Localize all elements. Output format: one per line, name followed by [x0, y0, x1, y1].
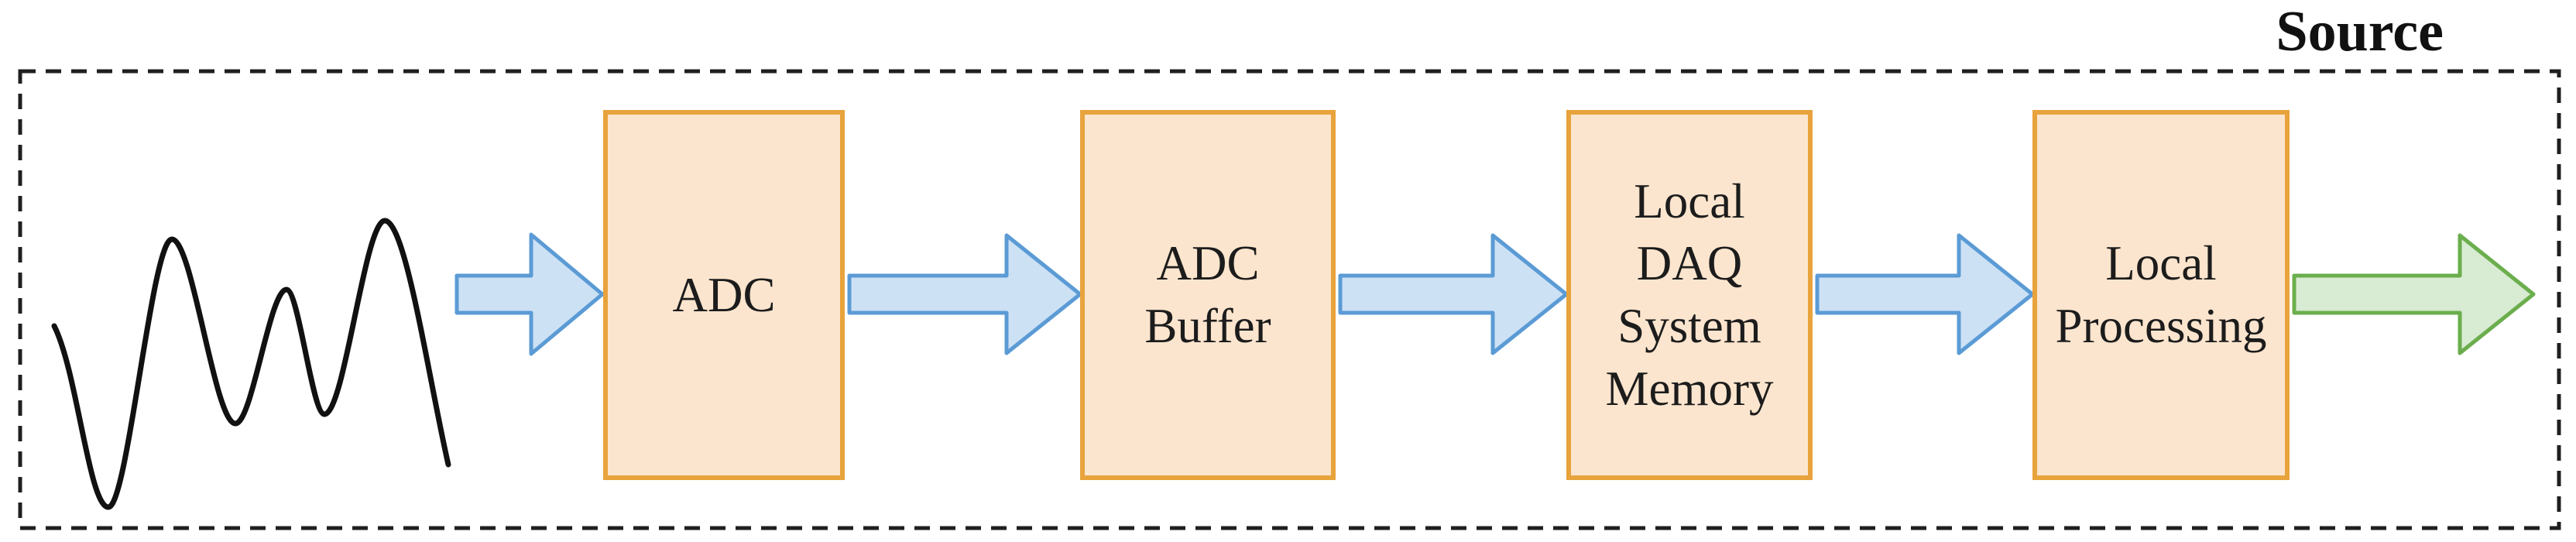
flow-arrow-waveform-to-adc	[454, 232, 605, 356]
analog-signal-waveform-icon	[51, 218, 451, 510]
node-local-daq-system-memory: Local DAQ System Memory	[1566, 110, 1813, 480]
node-local-processing-label: Local Processing	[2055, 236, 2267, 353]
node-adc-label: ADC	[672, 267, 776, 322]
flow-arrow-adc-to-buffer	[847, 233, 1082, 355]
node-adc-buffer: ADC Buffer	[1080, 110, 1336, 480]
flow-arrow-memory-to-processing	[1815, 233, 2035, 355]
source-boundary-title: Source	[2276, 0, 2444, 63]
node-adc-buffer-label: ADC Buffer	[1144, 236, 1271, 353]
node-local-daq-system-memory-label: Local DAQ System Memory	[1605, 173, 1774, 416]
source-boundary-box	[18, 69, 2561, 530]
node-local-processing: Local Processing	[2032, 110, 2290, 480]
flow-arrow-buffer-to-memory	[1338, 233, 1569, 355]
node-adc: ADC	[603, 110, 845, 480]
output-arrow	[2292, 233, 2536, 355]
